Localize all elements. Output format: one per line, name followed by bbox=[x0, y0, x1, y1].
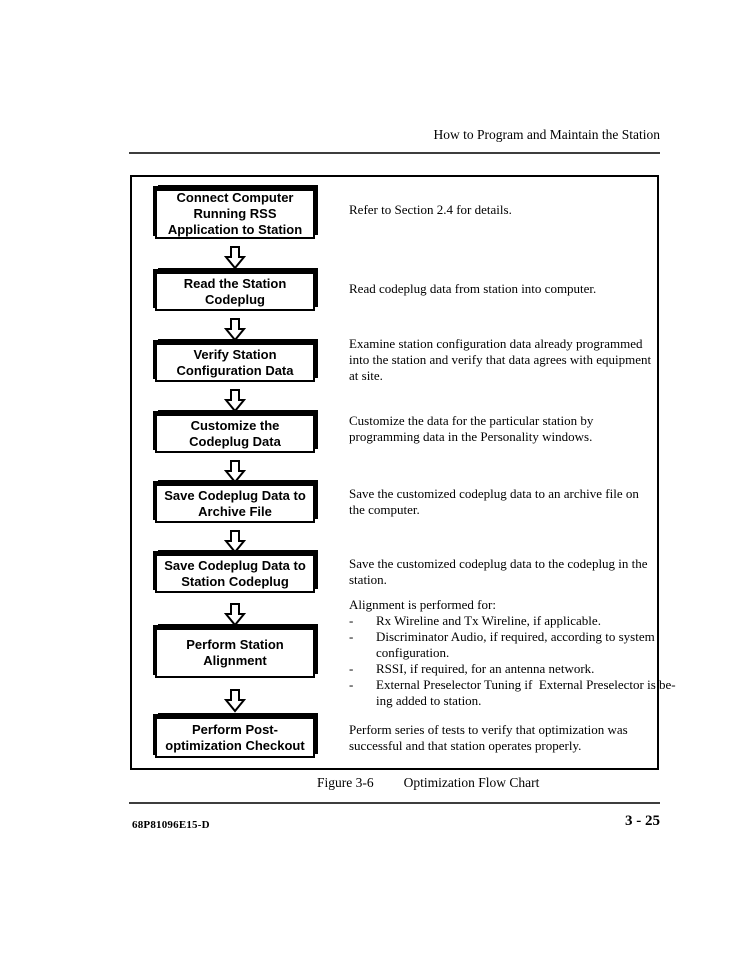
flow-box-verify-config: Verify Station Configuration Data bbox=[155, 343, 315, 382]
alignment-description: Alignment is performed for: - Rx Wirelin… bbox=[349, 597, 676, 709]
list-bullet: - bbox=[349, 677, 354, 692]
down-arrow-icon bbox=[223, 689, 247, 713]
down-arrow-icon bbox=[223, 460, 247, 484]
step-description: Perform series of tests to verify that o… bbox=[349, 722, 628, 753]
list-item: - Discriminator Audio, if required, acco… bbox=[349, 629, 655, 660]
step-description: Save the customized codeplug data to an … bbox=[349, 486, 639, 517]
down-arrow-icon bbox=[223, 603, 247, 627]
down-arrow-icon bbox=[223, 530, 247, 554]
list-bullet: - bbox=[349, 661, 354, 676]
page-number: 3 - 25 bbox=[625, 813, 660, 829]
flow-box-read-codeplug: Read the Station Codeplug bbox=[155, 272, 315, 311]
header-rule bbox=[129, 152, 660, 154]
list-bullet: - bbox=[349, 629, 354, 644]
figure-label: Figure 3-6 bbox=[317, 775, 374, 790]
step-description: Read codeplug data from station into com… bbox=[349, 281, 597, 296]
list-item: - Rx Wireline and Tx Wireline, if applic… bbox=[349, 613, 601, 628]
down-arrow-icon bbox=[223, 318, 247, 342]
alignment-list: - Rx Wireline and Tx Wireline, if applic… bbox=[349, 613, 676, 709]
flow-box-connect-computer: Connect Computer Running RSS Application… bbox=[155, 189, 315, 239]
flow-box-customize-data: Customize the Codeplug Data bbox=[155, 414, 315, 453]
figure-title: Optimization Flow Chart bbox=[403, 775, 540, 790]
doc-number: 68P81096E15-D bbox=[132, 819, 210, 831]
list-bullet: - bbox=[349, 613, 354, 628]
footer-rule bbox=[129, 802, 660, 804]
header-title: How to Program and Maintain the Station bbox=[433, 127, 660, 142]
down-arrow-icon bbox=[223, 389, 247, 413]
step-description: Refer to Section 2.4 for details. bbox=[349, 202, 512, 217]
flow-box-station-alignment: Perform Station Alignment bbox=[155, 628, 315, 678]
flow-box-post-optimization: Perform Post- optimization Checkout bbox=[155, 717, 315, 758]
figure-caption: Figure 3-6 Optimization Flow Chart bbox=[317, 775, 539, 791]
flow-box-save-archive: Save Codeplug Data to Archive File bbox=[155, 484, 315, 523]
step-description: Save the customized codeplug data to the… bbox=[349, 556, 648, 587]
list-item: - RSSI, if required, for an antenna netw… bbox=[349, 661, 595, 676]
step-description: Examine station configuration data alrea… bbox=[349, 336, 652, 383]
down-arrow-icon bbox=[223, 246, 247, 270]
list-item: - External Preselector Tuning if Externa… bbox=[349, 677, 676, 708]
alignment-intro: Alignment is performed for: bbox=[349, 597, 496, 612]
step-description: Customize the data for the particular st… bbox=[349, 413, 594, 444]
flow-box-save-station: Save Codeplug Data to Station Codeplug bbox=[155, 554, 315, 593]
